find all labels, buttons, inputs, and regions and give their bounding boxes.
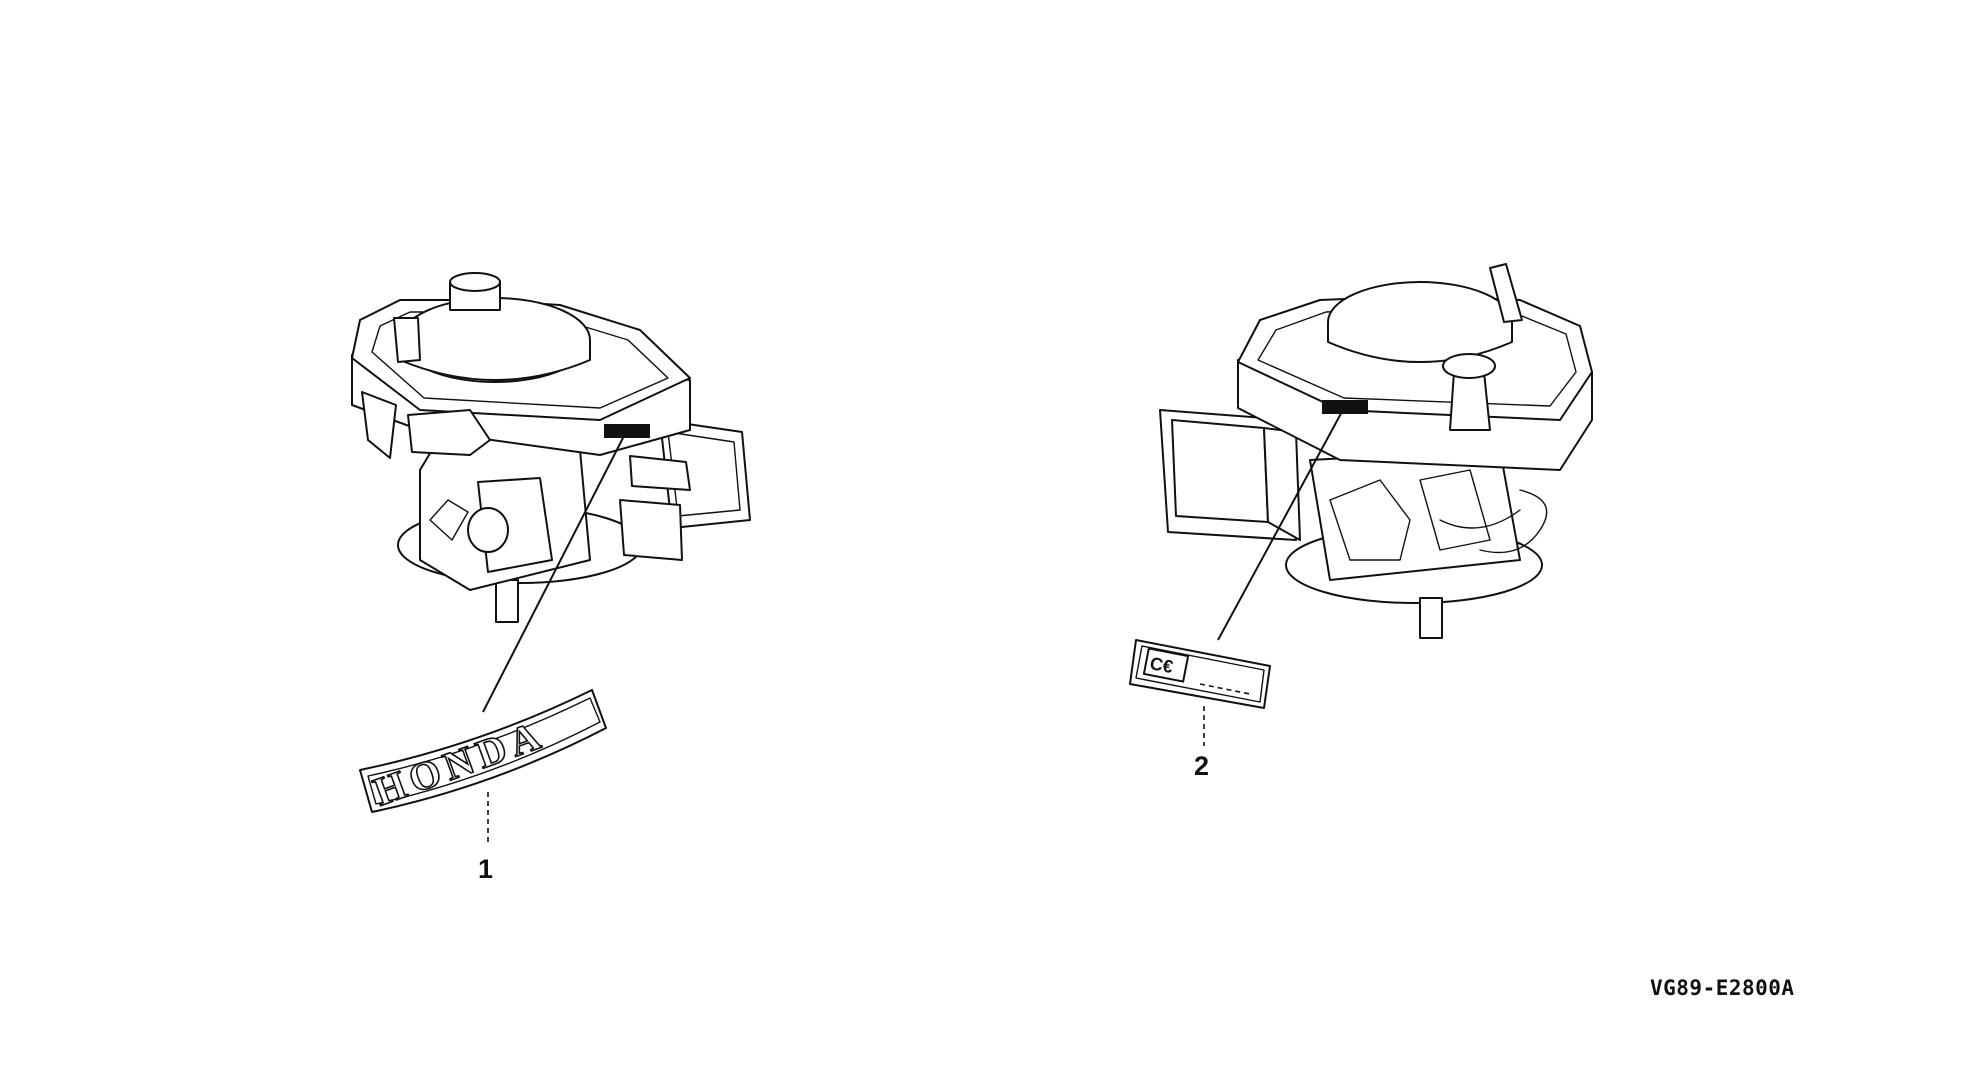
callout-1: 1 (478, 854, 494, 884)
honda-emblem-text: HONDA (368, 711, 551, 814)
honda-wordmark-emblem: HONDA (359, 689, 607, 815)
svg-text:C€: C€ (1148, 653, 1174, 677)
ce-mark-label: C€ (1129, 639, 1271, 709)
leader-line-2 (1217, 407, 1345, 641)
drawing-code: VG89-E2800A (1650, 976, 1795, 1000)
engine-left-illustration (351, 272, 751, 623)
callout-2: 2 (1194, 751, 1210, 781)
engine-right-illustration (1159, 263, 1593, 639)
leader-line-1 (482, 431, 627, 713)
